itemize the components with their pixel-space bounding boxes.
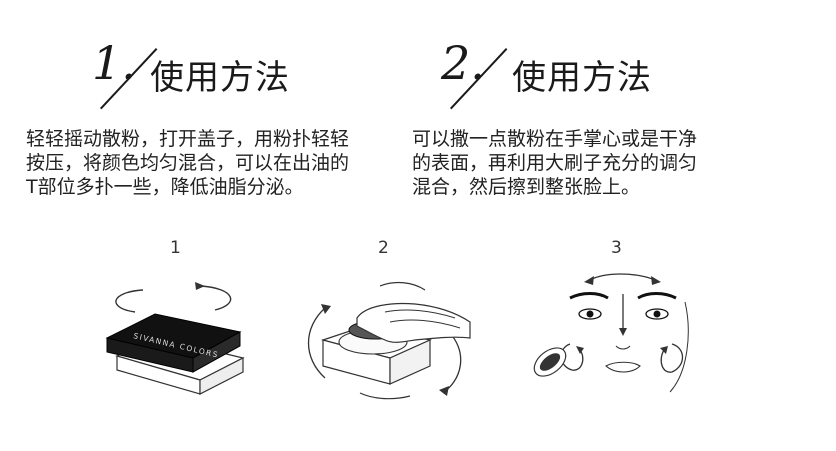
- right-pupil: [653, 310, 661, 318]
- hand-outline: [356, 302, 471, 343]
- figure-1-number: 1: [170, 238, 181, 258]
- lips: [605, 361, 641, 373]
- arrow-head-icon: [660, 346, 668, 354]
- step-1-description: 轻轻摇动散粉，打开盖子，用粉扑轻轻 按压，将颜色均匀混合，可以在出油的 T部位多…: [26, 127, 411, 199]
- step-2-description-line: 混合，然后擦到整张脸上。: [412, 176, 641, 198]
- forehead-arrow: [589, 273, 656, 281]
- step-1-description-line: 按压，将颜色均匀混合，可以在出油的: [26, 152, 350, 174]
- press-puff-illustration: [307, 281, 471, 400]
- figure-3-number: 3: [611, 238, 622, 258]
- finger-line: [389, 319, 461, 329]
- step-1-description-line: T部位多扑一些，降低油脂分泌。: [26, 176, 304, 198]
- step-1-number: 1.: [92, 36, 136, 90]
- step-1-title: 使用方法: [150, 58, 290, 98]
- rotate-arrow-left: [307, 307, 326, 379]
- arrow-head-icon: [576, 346, 584, 354]
- right-cheek-arrow: [660, 343, 684, 373]
- rotate-arrow-right: [442, 332, 462, 394]
- swirl-arrow-left: [115, 289, 144, 313]
- face-outline: [669, 301, 689, 393]
- face-application-illustration: [533, 273, 689, 393]
- arrow-head-icon: [321, 304, 331, 314]
- swirl-arrow-right: [199, 285, 232, 311]
- step-2-description: 可以撒一点散粉在手掌心或是干净 的表面，再利用大刷子充分的调匀 混合，然后擦到整…: [412, 127, 797, 199]
- step-2-description-line: 可以撒一点散粉在手掌心或是干净: [412, 128, 698, 150]
- finger-line: [384, 309, 456, 319]
- nose: [615, 345, 631, 350]
- arrow-head-icon: [195, 282, 205, 290]
- right-eyebrow: [637, 292, 677, 300]
- rotate-arrow-top: [379, 281, 426, 291]
- arrow-head-icon: [584, 276, 594, 285]
- figure-2-number: 2: [378, 238, 389, 258]
- left-eyebrow: [569, 292, 609, 300]
- left-pupil: [586, 310, 594, 318]
- step-2-description-line: 的表面，再利用大刷子充分的调匀: [412, 152, 698, 174]
- box-lid-side: [192, 331, 241, 373]
- arrow-head-icon: [619, 328, 627, 336]
- arrow-head-icon: [651, 276, 661, 285]
- step-2-title: 使用方法: [512, 58, 652, 98]
- brush-puff: [533, 347, 567, 377]
- rotate-arrow-bottom: [359, 392, 411, 400]
- box-base-side: [199, 357, 244, 395]
- arrow-head-icon: [439, 386, 449, 396]
- step-1-description-line: 轻轻摇动散粉，打开盖子，用粉扑轻轻: [26, 128, 350, 150]
- compact-side: [389, 339, 431, 385]
- shake-box-illustration: SIVANNA COLORS: [105, 282, 245, 395]
